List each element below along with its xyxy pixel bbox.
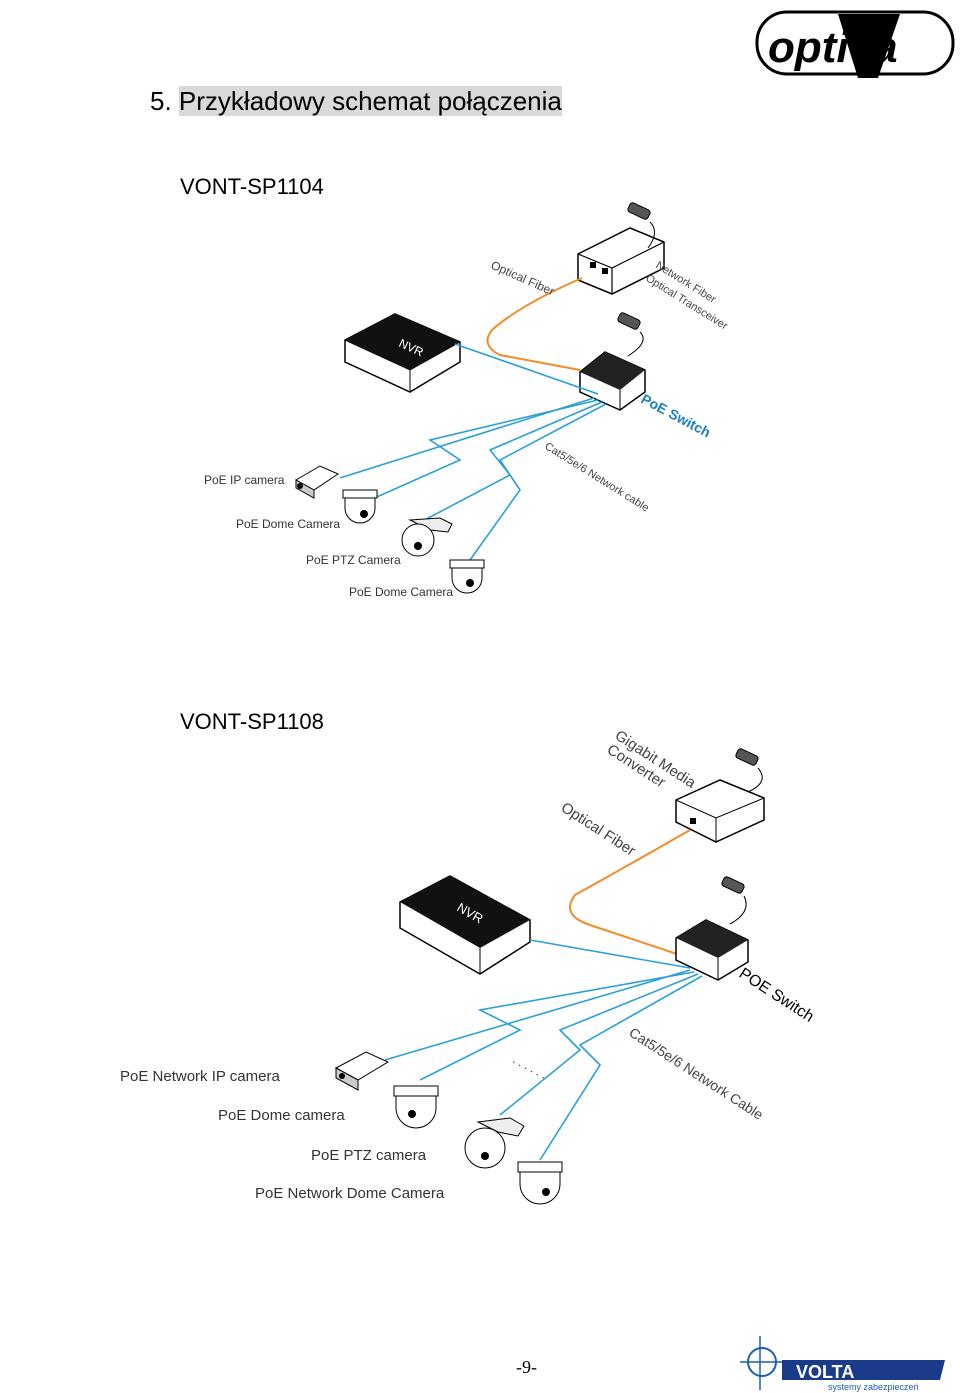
logo-text: optiva [768,23,898,72]
dome-camera-label-1: PoE Dome Camera [236,517,340,531]
diagram-vont-sp1104: NVR [204,202,730,599]
dome-camera-device [342,489,378,524]
ip-camera-label: PoE IP camera [204,473,285,487]
poe-switch-device [579,351,646,411]
ip-camera-device [334,1051,390,1091]
nvr-device: NVR [399,875,531,975]
dome-camera-device [449,559,485,594]
dome-camera-label-2: PoE Dome Camera [349,585,453,599]
optical-fiber-label: Optical Fiber [489,258,557,298]
section-heading: 5. Przykładowy schemat połączenia [150,86,562,116]
switch-label: POE Switch [736,965,817,1026]
more-cameras-dots: . . . . . . [511,1052,550,1082]
camera-icon [721,876,747,925]
cable-label: Cat5/5e/6 Network cable [542,440,651,514]
volta-text: VOLTA [796,1362,854,1382]
poe-switch-device [675,919,749,981]
dome-camera-device [517,1161,563,1205]
fiber-line [486,277,583,371]
media-converter-device [675,779,765,843]
network-cables [384,939,703,1161]
volta-logo: VOLTA systemy zabezpieczeń [740,1336,945,1392]
ip-camera-device [294,465,340,499]
transceiver-device [577,227,665,295]
ptz-camera-label: PoE PTZ Camera [306,553,401,567]
network-dome-label: PoE Network Dome Camera [255,1185,445,1202]
optical-fiber-label: Optical Fiber [558,799,639,860]
ptz-camera-label: PoE PTZ camera [311,1147,427,1164]
dome-camera-device [393,1085,439,1129]
switch-label: PoE Switch [639,391,714,441]
section-title: Przykładowy schemat połączenia [178,86,562,116]
network-cables [339,343,607,561]
fiber-line [569,829,691,956]
camera-icon [617,312,644,357]
nvr-device: NVR [344,313,461,393]
ip-camera-label: PoE Network IP camera [120,1068,280,1085]
ptz-camera-device [464,1117,525,1169]
page-number: -9- [516,1357,537,1377]
cable-label: Cat5/5e/6 Network Cable [626,1024,766,1123]
ptz-camera-device [401,517,453,557]
optiva-logo: optiva [755,10,955,78]
section-number: 5. [150,86,172,116]
dome-camera-label: PoE Dome camera [218,1107,345,1124]
model-title-1: VONT-SP1104 [180,174,324,199]
diagram-vont-sp1108: NVR . . . . . . [120,727,817,1205]
model-title-2: VONT-SP1108 [180,709,324,734]
volta-subtitle: systemy zabezpieczeń [828,1382,919,1392]
camera-icon [627,202,655,249]
camera-icon [735,748,763,793]
